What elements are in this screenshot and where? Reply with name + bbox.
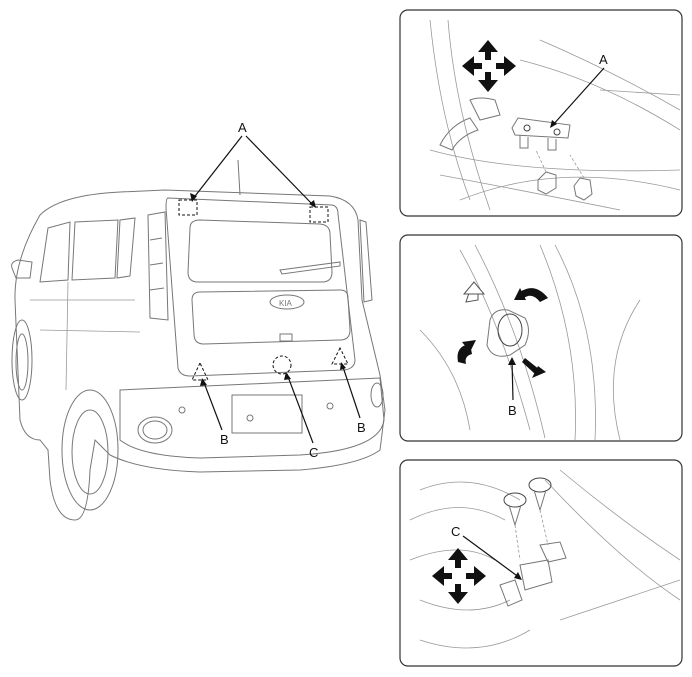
detail-panel-bumper: B bbox=[399, 234, 683, 442]
detail-panel-hinge: A bbox=[399, 9, 683, 217]
clip-a-right bbox=[309, 206, 329, 223]
detail-panel-striker: C bbox=[399, 459, 683, 667]
callout-b-detail: B bbox=[508, 403, 517, 418]
striker-c bbox=[272, 355, 292, 375]
leader-lines bbox=[190, 135, 361, 444]
callout-a-detail: A bbox=[599, 52, 608, 67]
callout-c-main: C bbox=[309, 445, 318, 460]
bumper-b-right bbox=[331, 346, 349, 365]
callout-a-main: A bbox=[238, 120, 247, 135]
rotation-arrow-icon bbox=[457, 281, 548, 378]
clip-a-left bbox=[178, 199, 198, 216]
svg-text:KIA: KIA bbox=[279, 299, 293, 308]
callout-b-right: B bbox=[357, 420, 366, 435]
clip-markers bbox=[178, 199, 349, 381]
callout-b-left: B bbox=[220, 432, 229, 447]
four-way-arrow-icon bbox=[462, 40, 516, 92]
four-way-arrow-icon bbox=[432, 548, 486, 604]
bumper-b-left bbox=[191, 361, 209, 381]
callout-c-detail: C bbox=[451, 524, 460, 539]
vehicle-illustration: KIA bbox=[11, 159, 386, 521]
kia-emblem bbox=[269, 294, 305, 310]
